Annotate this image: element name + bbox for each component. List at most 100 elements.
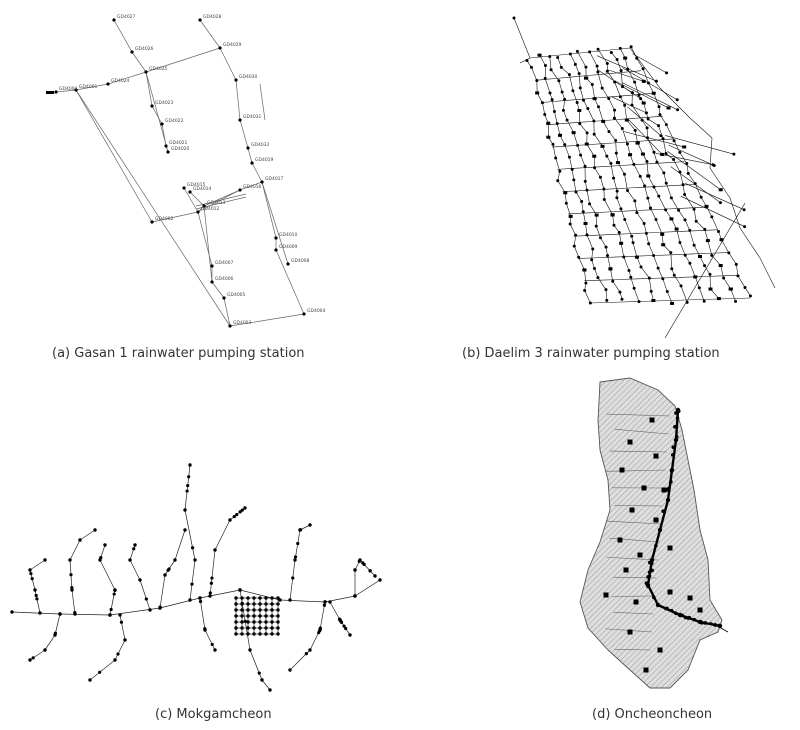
pipe-link xyxy=(113,19,133,53)
channel-node xyxy=(650,561,654,565)
pipe-link xyxy=(75,83,109,91)
node-label: GD4031 xyxy=(243,114,262,120)
pipe-link xyxy=(588,74,599,76)
pipe-node xyxy=(622,172,626,176)
pipe-link xyxy=(573,179,577,193)
pipe-node xyxy=(240,596,244,600)
pipe-node xyxy=(716,229,720,233)
pipe-node xyxy=(683,192,687,196)
pipe-link xyxy=(29,559,46,571)
pipe-node xyxy=(564,201,568,205)
pipe-node xyxy=(361,561,365,565)
pipe-node xyxy=(678,150,682,154)
node-label: GD4028 xyxy=(203,14,222,20)
pipe-node xyxy=(644,231,648,235)
junction-marker xyxy=(669,217,674,221)
pipe-link xyxy=(653,255,659,269)
pipe-link xyxy=(573,245,579,258)
pipe-link xyxy=(604,199,613,215)
pipe-node xyxy=(150,104,154,108)
node-label: GD4019 xyxy=(255,157,274,163)
pipe-node xyxy=(540,101,544,105)
pipe-node xyxy=(635,211,639,215)
pipe-node xyxy=(234,626,238,630)
pipe-link xyxy=(174,529,186,561)
pipe-node xyxy=(685,162,689,166)
pipe-node xyxy=(302,312,306,316)
pipe-node xyxy=(210,642,214,647)
pipe-link xyxy=(744,287,751,297)
pipe-link xyxy=(189,191,205,207)
pipe-link xyxy=(704,229,709,241)
pipe-node xyxy=(619,69,623,73)
pipe-node xyxy=(685,300,689,304)
pipe-node xyxy=(368,569,372,573)
pipe-node xyxy=(655,160,659,164)
pipe-link xyxy=(693,245,701,257)
pipe-link xyxy=(655,219,663,235)
pipe-link xyxy=(614,80,669,109)
node-label: GD4005 xyxy=(227,292,246,298)
daelim-network-diagram xyxy=(512,16,776,339)
pipe-node xyxy=(743,285,747,289)
pipe-node xyxy=(743,225,747,229)
pipe-link xyxy=(594,167,601,178)
pipe-link xyxy=(668,144,715,166)
pipe-link xyxy=(669,299,687,301)
pipe-node xyxy=(557,79,561,83)
pipe-link xyxy=(634,130,638,144)
network-nodes xyxy=(10,463,382,692)
pipe-node xyxy=(109,607,113,612)
pipe-node xyxy=(276,632,280,636)
pipe-node xyxy=(160,122,164,126)
pipe-link xyxy=(131,51,147,73)
pipe-link xyxy=(596,96,608,99)
junction-marker xyxy=(635,141,640,145)
pipe-node xyxy=(264,602,268,606)
pipe-node xyxy=(604,245,608,249)
pipe-node xyxy=(552,109,556,113)
pipe-link xyxy=(699,287,705,302)
pipe-node xyxy=(572,244,576,248)
pipe-link xyxy=(642,68,649,84)
main-channel xyxy=(159,597,201,609)
junction-marker xyxy=(557,133,562,137)
oncheoncheon-catchment-diagram xyxy=(579,377,729,689)
pipe-node xyxy=(718,201,722,205)
pipe-node xyxy=(588,50,592,54)
pipe-node xyxy=(112,592,116,596)
pipe-node xyxy=(543,63,547,67)
subcatchment-centroid xyxy=(687,595,693,601)
pipe-link xyxy=(648,82,654,94)
panel-oncheoncheon xyxy=(560,370,760,700)
pipe-link xyxy=(651,115,663,118)
pipe-node xyxy=(270,614,274,618)
pipe-node xyxy=(556,56,560,60)
pipe-node xyxy=(238,588,242,592)
pipe-node xyxy=(639,97,643,101)
pipe-node xyxy=(232,514,236,519)
pipe-link xyxy=(658,196,666,211)
pipe-link xyxy=(739,227,761,259)
pipe-node xyxy=(339,620,344,624)
pipe-node xyxy=(288,668,292,672)
pipe-link xyxy=(685,299,703,301)
channel-node xyxy=(674,435,679,439)
node-label: GD4014 xyxy=(193,186,212,192)
pipe-link xyxy=(650,291,654,301)
pipe-node xyxy=(29,572,33,576)
pipe-node xyxy=(669,196,673,200)
pipe-link xyxy=(235,79,241,121)
junction-marker xyxy=(728,287,733,291)
pipe-node xyxy=(611,279,615,283)
pipe-link xyxy=(616,233,632,235)
pipe-node xyxy=(584,65,588,69)
pipe-node xyxy=(734,262,738,266)
junction-marker xyxy=(640,152,645,156)
pipe-link xyxy=(564,192,567,204)
pipe-node xyxy=(276,614,280,618)
panel-daelim xyxy=(500,8,800,343)
pipe-link xyxy=(591,259,595,269)
pipe-link xyxy=(602,233,617,236)
pipe-link xyxy=(594,268,599,278)
